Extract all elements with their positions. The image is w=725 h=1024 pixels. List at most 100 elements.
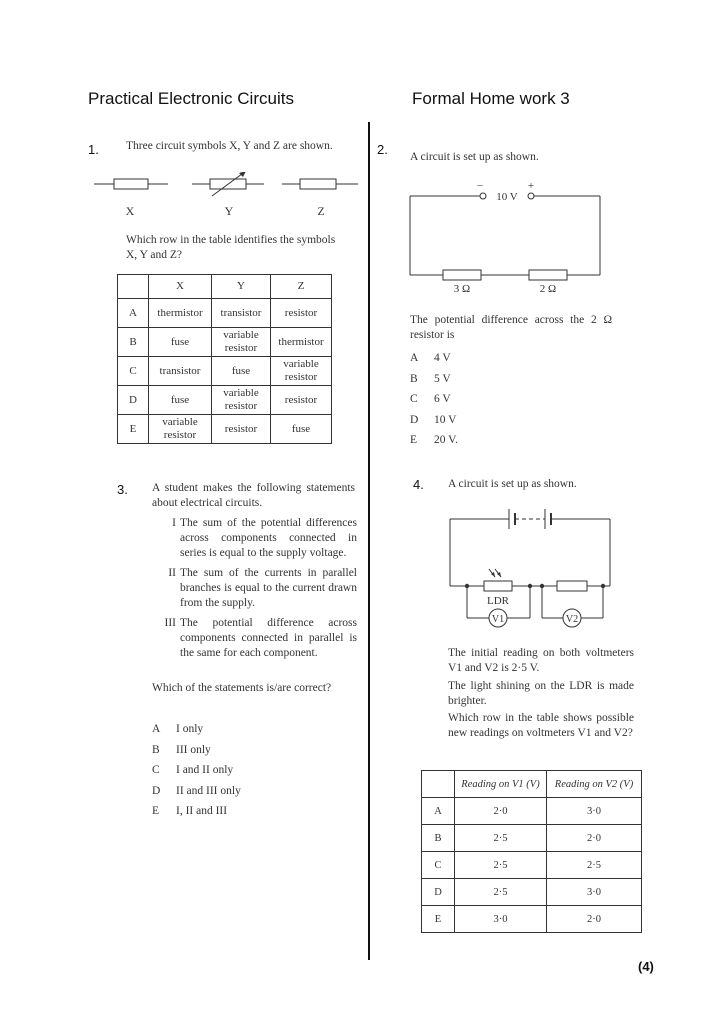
table-row: D 2·5 3·0: [421, 878, 642, 906]
table-cell: 3·0: [454, 905, 547, 933]
page-number: (4): [638, 959, 654, 974]
question-3-intro: A student makes the following statements…: [152, 482, 355, 509]
row-letter: A: [117, 298, 149, 328]
table-cell: 2·0: [546, 905, 642, 933]
r2-label: 2 Ω: [540, 283, 556, 295]
symbol-label-x: X: [126, 204, 135, 218]
q1-header-blank: [117, 274, 149, 299]
table-row: D fuse variable resistor resistor: [117, 385, 332, 415]
row-letter: E: [117, 414, 149, 444]
table-row: E variable resistor resistor fuse: [117, 414, 332, 444]
supply-label: 10 V: [496, 191, 518, 203]
table-cell: fuse: [148, 327, 212, 357]
table-row: C 2·5 2·5: [421, 851, 642, 879]
row-letter: A: [421, 797, 455, 825]
symbol-label-y: Y: [225, 204, 234, 218]
row-letter: B: [421, 824, 455, 852]
resistor-2ohm: [528, 269, 568, 281]
minus-sign: –: [476, 179, 483, 191]
q2-circuit-diagram: – + 10 V 3 Ω 2 Ω: [409, 179, 601, 295]
table-row: B fuse variable resistor thermistor: [117, 327, 332, 357]
q1-header-x: X: [148, 274, 212, 299]
r1-label: 3 Ω: [454, 283, 470, 295]
symbol-z-resistor: [282, 178, 358, 190]
row-letter: B: [117, 327, 149, 357]
table-cell: thermistor: [270, 327, 332, 357]
question-4-intro: A circuit is set up as shown.: [448, 478, 577, 490]
v2-label: V2: [566, 614, 578, 625]
statement-1: I The sum of the potential differences a…: [172, 517, 357, 559]
table-cell: 2·5: [454, 878, 547, 906]
table-cell: resistor: [270, 298, 332, 328]
resistor-3ohm: [442, 269, 482, 281]
question-4-text-2: The light shining on the LDR is made bri…: [448, 680, 634, 707]
question-1-table: X Y Z A thermistor transistor resistor B…: [117, 274, 332, 444]
row-letter: D: [117, 385, 149, 415]
table-cell: fuse: [148, 385, 212, 415]
ldr-symbol: [483, 580, 513, 592]
table-cell: 2·0: [546, 824, 642, 852]
table-cell: transistor: [148, 356, 212, 386]
page-title-right: Formal Home work 3: [412, 89, 570, 108]
column-divider: [368, 122, 370, 960]
question-1-question: Which row in the table identifies the sy…: [126, 234, 336, 261]
table-cell: variable resistor: [270, 356, 332, 386]
table-cell: variable resistor: [211, 385, 271, 415]
table-cell: 3·0: [546, 797, 642, 825]
statement-2: II The sum of the currents in parallel b…: [168, 567, 357, 609]
q4-circuit-diagram: V1 LDR V2: [449, 509, 611, 628]
q1-header-z: Z: [270, 274, 332, 299]
symbol-label-z: Z: [317, 204, 324, 218]
symbol-x-fuse: [94, 178, 168, 190]
table-cell: 2·5: [454, 851, 547, 879]
page-title-left: Practical Electronic Circuits: [88, 89, 294, 108]
table-row: A thermistor transistor resistor: [117, 298, 332, 328]
table-cell: 2·5: [546, 851, 642, 879]
v1-label: V1: [492, 614, 504, 625]
row-letter: D: [421, 878, 455, 906]
question-2-number: 2.: [377, 142, 388, 157]
q1-symbols-diagram: X Y Z: [94, 172, 358, 218]
question-4-number: 4.: [413, 477, 424, 492]
voltmeter-v2: [562, 608, 582, 628]
question-2-intro: A circuit is set up as shown.: [410, 151, 539, 163]
q4-header-v1: Reading on V1 (V): [454, 770, 547, 798]
table-cell: thermistor: [148, 298, 212, 328]
table-cell: variable resistor: [211, 327, 271, 357]
fixed-resistor: [556, 580, 588, 592]
table-cell: transistor: [211, 298, 271, 328]
question-4-question: Which row in the table shows possible ne…: [448, 712, 634, 739]
row-letter: E: [421, 905, 455, 933]
question-3-number: 3.: [117, 482, 128, 497]
table-cell: fuse: [270, 414, 332, 444]
statement-3: III The potential difference across comp…: [164, 617, 358, 659]
question-1-intro: Three circuit symbols X, Y and Z are sho…: [126, 140, 333, 152]
table-cell: resistor: [270, 385, 332, 415]
question-2-question: The potential difference across the 2 Ω …: [410, 314, 612, 341]
question-3-question: Which of the statements is/are correct?: [152, 682, 332, 694]
plus-sign: +: [528, 180, 534, 192]
table-cell: 3·0: [546, 878, 642, 906]
table-row: B 2·5 2·0: [421, 824, 642, 852]
question-1-number: 1.: [88, 142, 99, 157]
ldr-label: LDR: [487, 595, 510, 607]
table-cell: fuse: [211, 356, 271, 386]
q4-header-blank: [421, 770, 455, 798]
table-cell: variable resistor: [148, 414, 212, 444]
symbol-y-variable-resistor: [192, 172, 264, 197]
table-cell: resistor: [211, 414, 271, 444]
table-row: A 2·0 3·0: [421, 797, 642, 825]
table-cell: 2·5: [454, 824, 547, 852]
table-row: C transistor fuse variable resistor: [117, 356, 332, 386]
